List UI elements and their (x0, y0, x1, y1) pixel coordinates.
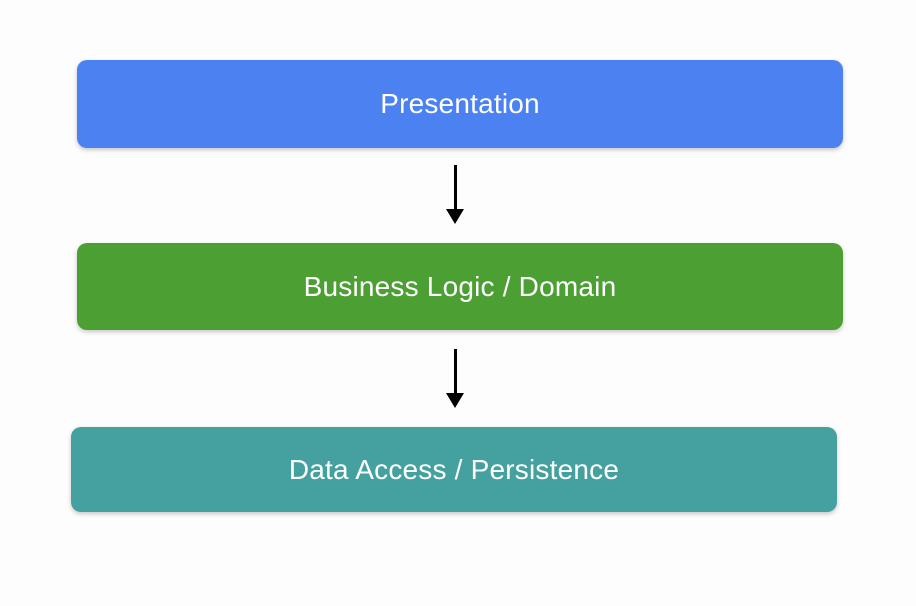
layer-box-business-logic: Business Logic / Domain (77, 243, 843, 330)
arrow-head (446, 209, 464, 224)
layer-label-business-logic: Business Logic / Domain (303, 270, 617, 302)
arrow-shaft (453, 349, 457, 393)
arrow-shaft (453, 165, 457, 209)
layer-label-presentation: Presentation (380, 88, 540, 119)
arrow-head (446, 393, 464, 408)
arrow-down-icon (446, 165, 464, 224)
layer-box-presentation: Presentation (77, 60, 843, 148)
layer-box-data-access: Data Access / Persistence (71, 427, 837, 512)
layer-label-data-access: Data Access / Persistence (288, 453, 620, 485)
arrow-down-icon (446, 349, 464, 408)
